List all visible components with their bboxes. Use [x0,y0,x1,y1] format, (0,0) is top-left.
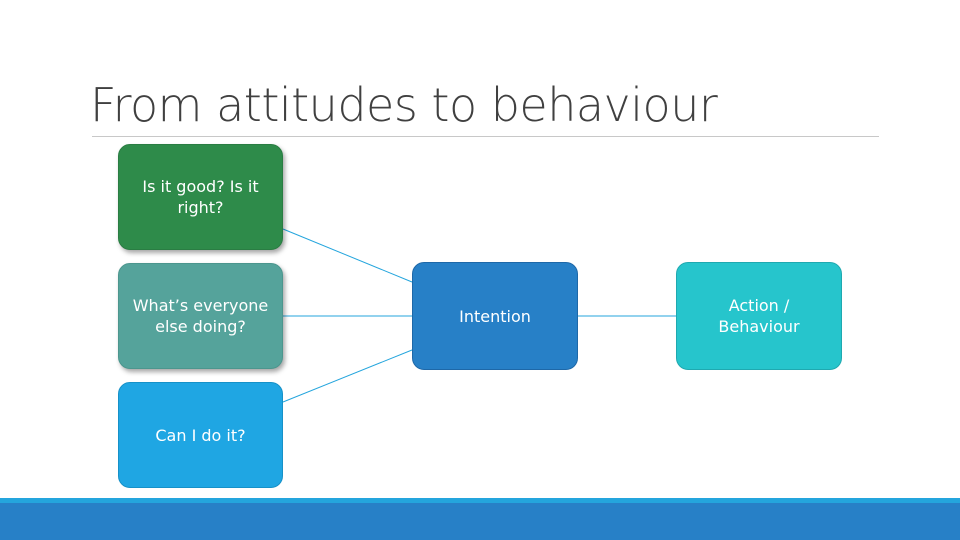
node-label: Intention [459,306,531,326]
title-divider [92,136,879,137]
connector-can-to-intention [282,349,413,403]
slide-title: From attitudes to behaviour [90,78,718,132]
footer-bar [0,503,960,540]
node-intention: Intention [412,262,578,370]
connector-good-to-intention [282,228,413,283]
footer-accent-line [0,498,960,503]
node-can-i-do-it: Can I do it? [118,382,283,488]
node-action-behaviour: Action / Behaviour [676,262,842,370]
node-label: Is it good? Is it right? [142,177,259,217]
node-label: Can I do it? [155,425,246,445]
node-label: What’s everyone else doing? [132,296,269,336]
node-everyone-else: What’s everyone else doing? [118,263,283,369]
node-is-it-good: Is it good? Is it right? [118,144,283,250]
node-label: Action / Behaviour [718,296,800,336]
